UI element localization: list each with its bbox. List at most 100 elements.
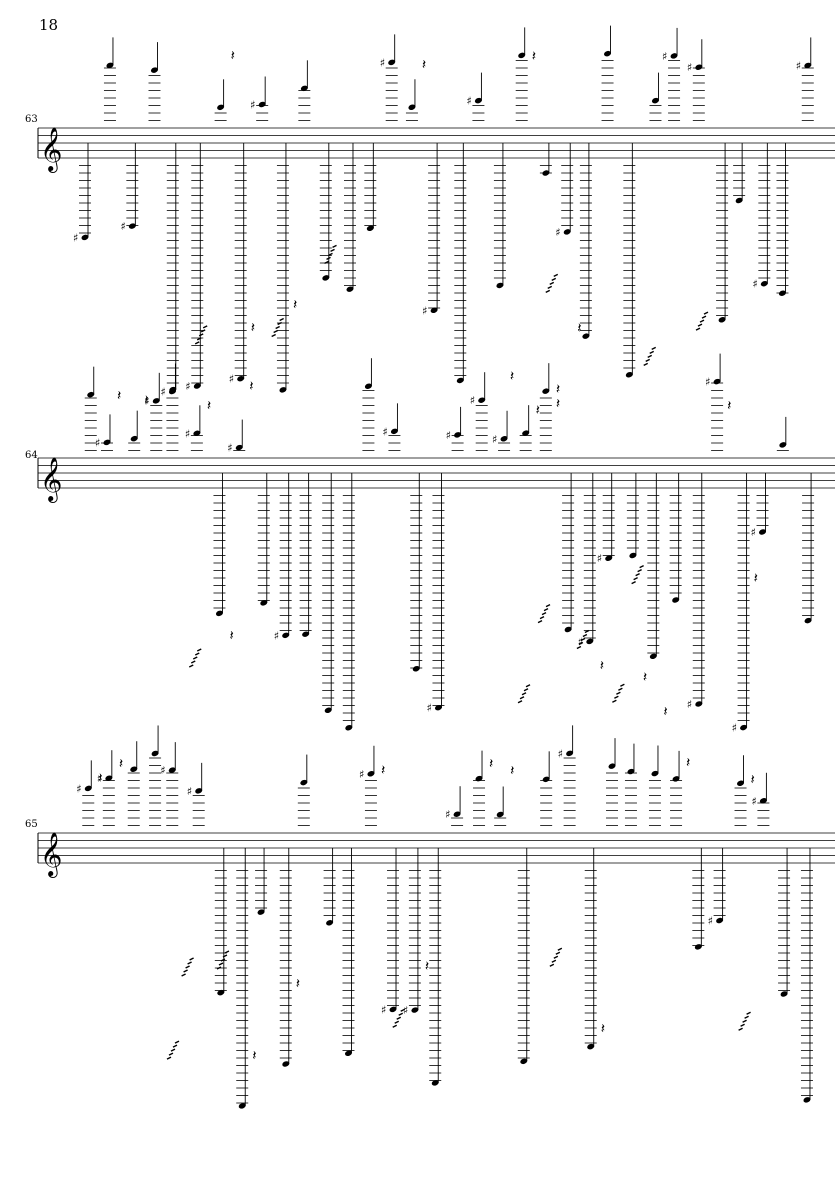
tremolo-icon <box>551 277 557 282</box>
note-icon <box>518 52 526 59</box>
tremolo-icon <box>220 958 226 962</box>
note-icon <box>412 666 420 672</box>
tremolo-icon <box>196 648 202 652</box>
note-icon <box>103 439 111 446</box>
tremolo-icon <box>332 244 337 248</box>
sharp-icon: ♯ <box>662 50 667 63</box>
note-icon <box>430 307 438 314</box>
tremolo-icon <box>631 581 636 585</box>
sharp-icon: ♯ <box>380 56 385 69</box>
system-1: 63 <box>0 112 835 392</box>
tremolo-icon <box>275 325 280 330</box>
tremolo-icon <box>400 1008 406 1012</box>
rest-icon: 𝄽 <box>119 756 123 772</box>
rest-icon: 𝄽 <box>293 297 297 313</box>
note-icon <box>168 767 176 773</box>
note-icon <box>564 626 572 633</box>
rest-icon: 𝄽 <box>510 763 514 779</box>
note-icon <box>366 225 374 232</box>
rest-icon: 𝄽 <box>601 1021 605 1037</box>
tremolo-icon <box>273 329 278 334</box>
note-icon <box>151 750 159 757</box>
tremolo-icon <box>582 633 588 638</box>
note-icon <box>195 788 203 794</box>
tremolo-icon <box>192 656 198 660</box>
note-icon <box>388 59 396 66</box>
note-icon <box>453 811 461 817</box>
note-icon <box>130 766 138 772</box>
tremolo-icon <box>398 1012 404 1016</box>
tremolo-icon <box>541 612 547 616</box>
tremolo-icon <box>521 692 527 696</box>
tremolo-icon <box>545 604 551 608</box>
tremolo-icon <box>190 660 196 664</box>
sharp-icon: ♯ <box>359 768 364 781</box>
rest-icon: 𝄽 <box>249 378 253 394</box>
measure-number: 65 <box>25 819 38 830</box>
tremolo-icon <box>174 1040 180 1044</box>
note-icon <box>672 597 680 603</box>
treble-clef-icon: 𝄞 <box>40 457 62 503</box>
tremolo-icon <box>635 573 640 577</box>
tremolo-icon <box>697 323 703 327</box>
sharp-icon: ♯ <box>492 433 497 446</box>
note-icon <box>152 398 160 404</box>
sharp-icon: ♯ <box>732 722 737 735</box>
sharp-icon: ♯ <box>229 373 234 386</box>
rest-icon: 𝄽 <box>643 670 647 686</box>
sharp-icon: ♯ <box>381 1003 386 1016</box>
tremolo-icon <box>202 325 208 329</box>
note-icon <box>150 67 158 73</box>
rest-icon: 𝄽 <box>425 959 429 975</box>
tremolo-icon <box>643 362 649 366</box>
tremolo-icon <box>198 333 204 337</box>
tremolo-icon <box>218 962 224 966</box>
note-icon <box>605 555 613 561</box>
rest-icon: 𝄽 <box>422 57 426 73</box>
note-icon <box>496 282 504 289</box>
note-icon <box>670 53 678 59</box>
note-icon <box>87 391 95 398</box>
sharp-icon: ♯ <box>687 698 692 711</box>
tremolo-icon <box>394 1020 400 1024</box>
measure-number: 64 <box>25 450 38 461</box>
tremolo-icon <box>545 289 551 294</box>
tremolo-icon <box>649 350 655 354</box>
note-icon <box>279 387 287 393</box>
note-icon <box>563 229 571 235</box>
rest-icon: 𝄽 <box>536 402 540 418</box>
sharp-icon: ♯ <box>382 425 387 438</box>
sharp-icon: ♯ <box>403 1004 408 1017</box>
sharp-icon: ♯ <box>160 385 165 398</box>
tremolo-icon <box>537 620 543 624</box>
rest-icon: 𝄽 <box>144 392 148 408</box>
sharp-icon: ♯ <box>160 764 165 777</box>
note-icon <box>760 280 768 287</box>
note-icon <box>367 771 375 777</box>
note-icon <box>345 724 353 731</box>
rest-icon: 𝄽 <box>207 398 211 414</box>
tremolo-icon <box>645 358 651 362</box>
treble-clef-icon: 𝄞 <box>40 127 62 173</box>
tremolo-icon <box>200 329 206 333</box>
tremolo-icon <box>549 281 555 286</box>
sharp-icon: ♯ <box>185 380 190 393</box>
note-icon <box>804 62 812 69</box>
note-icon <box>735 197 743 204</box>
tremolo-icon <box>616 691 621 695</box>
tremolo-icon <box>639 565 644 569</box>
note-icon <box>322 275 330 281</box>
tremolo-icon <box>277 321 282 326</box>
tremolo-icon <box>553 273 559 278</box>
rest-icon: 𝄽 <box>532 49 536 65</box>
note-icon <box>478 397 486 403</box>
tremolo-icon <box>557 947 563 951</box>
tremolo-icon <box>578 641 584 646</box>
note-icon <box>237 375 245 382</box>
rest-icon: 𝄽 <box>577 321 581 337</box>
tremolo-icon <box>324 260 329 264</box>
tremolo-icon <box>392 1024 398 1028</box>
sharp-icon: ♯ <box>470 394 475 407</box>
note-icon <box>300 85 308 92</box>
rest-icon: 𝄽 <box>754 570 758 586</box>
